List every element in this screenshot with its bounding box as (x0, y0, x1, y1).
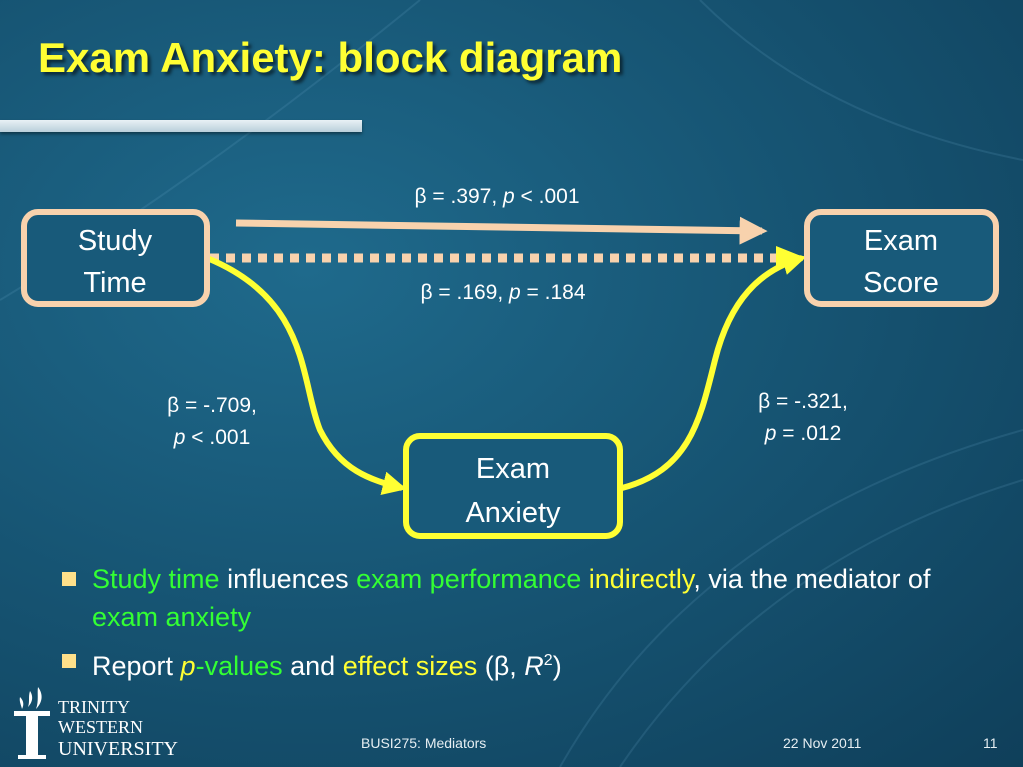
bullet-segment: Report (92, 651, 181, 681)
footer-page-number: 11 (983, 735, 998, 751)
bullet-square-icon (62, 572, 76, 586)
exam-anxiety-line1: Exam (476, 453, 550, 485)
exam-score-line2: Score (863, 267, 939, 299)
total-effect-label: β = .397, p < .001 (414, 185, 579, 208)
footer-date: 22 Nov 2011 (783, 735, 862, 751)
bullet-segment: R (524, 651, 544, 681)
bullet-text: Report p-values and effect sizes (β, R2) (92, 642, 992, 685)
bullet-segment: ) (552, 651, 562, 681)
footer-course: BUSI275: Mediators (361, 735, 487, 751)
b-path-label-line1: β = -.321, (758, 390, 848, 413)
bullet-segment: influences (219, 564, 357, 594)
a-path-curve (205, 255, 407, 495)
bullet-segment: and (282, 651, 343, 681)
study-time-box: Study Time (21, 209, 210, 307)
bullet-segment: Study time (92, 564, 220, 594)
direct-effect-label: β = .169, p = .184 (420, 281, 585, 304)
exam-anxiety-line2: Anxiety (465, 497, 561, 529)
b-path-curve (621, 251, 807, 491)
bullet-segment: p (180, 651, 196, 681)
bullet-segment: 2 (543, 652, 553, 669)
twu-logo: TRINITY WESTERN UNIVERSITY (14, 687, 178, 760)
bullet-list: Study time influences exam performance i… (62, 560, 992, 691)
exam-score-line1: Exam (864, 225, 938, 257)
bullet-item: Study time influences exam performance i… (62, 560, 992, 636)
logo-line1: TRINITY (58, 697, 130, 717)
bullet-segment: indirectly (588, 564, 694, 594)
bullet-segment: -values (195, 651, 283, 681)
bullet-segment: exam anxiety (92, 602, 252, 632)
exam-anxiety-box: Exam Anxiety (403, 433, 623, 539)
total-effect-arrow (235, 216, 768, 245)
study-time-line1: Study (78, 225, 153, 257)
flame-icon (14, 687, 50, 759)
bullet-text: Study time influences exam performance i… (92, 560, 992, 636)
logo-line2: WESTERN (58, 717, 143, 737)
bullet-segment: effect sizes (342, 651, 478, 681)
slide-title: Exam Anxiety: block diagram (38, 34, 623, 81)
exam-score-box: Exam Score (804, 209, 999, 307)
bullet-segment (581, 564, 589, 594)
title-underline (0, 120, 362, 132)
bullet-segment: exam performance (356, 564, 582, 594)
bullet-item: Report p-values and effect sizes (β, R2) (62, 642, 992, 685)
logo-line3: UNIVERSITY (58, 738, 178, 760)
a-path-label-line1: β = -.709, (167, 394, 257, 417)
b-path-label-line2: p = .012 (764, 422, 842, 445)
study-time-line2: Time (83, 267, 146, 299)
a-path-label-line2: p < .001 (173, 426, 251, 449)
bullet-square-icon (62, 654, 76, 668)
bullet-segment: (β, (477, 651, 525, 681)
bullet-segment: , via the mediator of (693, 564, 931, 594)
